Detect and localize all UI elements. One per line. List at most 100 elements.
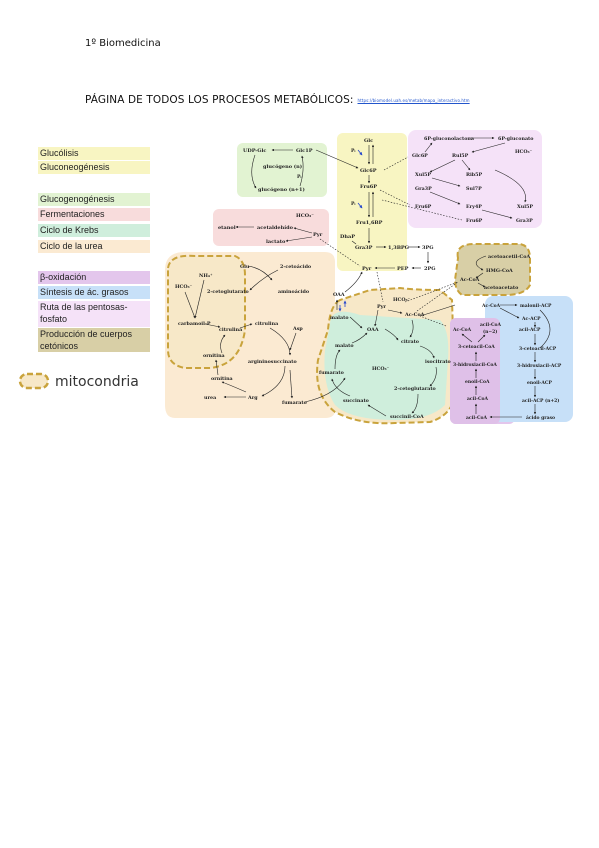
met-enoilacp: enoil-ACP <box>527 380 552 386</box>
fermentation-arrows <box>235 225 361 267</box>
met-pyr: Pyr <box>362 266 372 272</box>
urea-labels: Glu 2-cetoácido 2-cetoglutarato aminoáci… <box>175 263 311 406</box>
legend-glucolisis: Glucólisis <box>38 147 150 160</box>
krebs-blue-arrows <box>338 300 347 312</box>
met-hco3-m: HCO₃⁻ <box>393 297 411 303</box>
met-acilcoa-b: acil-CoA <box>467 396 489 402</box>
met-acacp: Ac-ACP <box>521 316 541 322</box>
met-arg: Arg <box>247 395 258 401</box>
met-acetoacetil: acetoacetil-CoA <box>488 254 530 260</box>
glycolysis-atp-arrows <box>357 149 363 209</box>
met-pyr-m: Pyr <box>377 304 386 310</box>
page-title: PÁGINA DE TODOS LOS PROCESOS METABÓLICOS… <box>85 94 470 106</box>
met-cetoacil: 3-cetoacil-CoA <box>458 344 495 350</box>
met-etanol: etanol <box>218 225 236 231</box>
met-hco3-ferm: HCO₃⁻ <box>296 213 314 219</box>
met-succinato: succinato <box>343 398 369 404</box>
met-hco3-k: HCO₃⁻ <box>372 366 390 372</box>
region-fermentaciones <box>213 209 329 246</box>
legend-ciclo-urea: Ciclo de la urea <box>38 240 150 253</box>
legend-cuerpos-cetonicos: Producción de cuerpos cetónicos <box>38 328 150 352</box>
met-hco3-u: HCO₃⁻ <box>175 284 193 290</box>
met-xul5p: Xul5P <box>415 172 431 178</box>
met-lactato: lactato <box>266 239 286 245</box>
legend-ruta-pentosas: Ruta de las pentosas-fosfato <box>38 301 150 327</box>
met-gra3p-pp2: Gra3P <box>516 218 533 224</box>
urea-arrows <box>184 265 346 403</box>
met-fru6p: Fru6P <box>360 184 377 190</box>
met-hidroxiacilacp: 3-hidroxiacil-ACP <box>517 363 562 369</box>
legend-beta-oxidacion: β-oxidación <box>38 271 150 284</box>
met-citrulina-2: citrulina <box>255 321 278 327</box>
met-acoa-b: Ac-CoA <box>452 327 472 333</box>
met-ery4p: Ery4P <box>466 204 482 210</box>
met-acilcoa-bottom: acil-CoA <box>466 415 488 421</box>
met-ornitina-1: ornitina <box>203 353 225 359</box>
met-dhap: DhaP <box>340 234 355 240</box>
fatty-acid-synthesis-labels: Ac-CoA malonil-ACP Ac-ACP acil-ACP 3-cet… <box>481 303 562 421</box>
glycogen-labels: UDP-Glc Glc1P glucógeno (n) Pᵢ glucógeno… <box>243 148 313 193</box>
region-sintesis-acidos-grasos <box>485 296 573 422</box>
met-glycogen-n1: glucógeno (n+1) <box>258 186 305 193</box>
met-acido-graso: ácido graso <box>526 414 555 421</box>
met-glycogen-n: glucógeno (n) <box>263 163 302 170</box>
legend-ciclo-krebs: Ciclo de Krebs <box>38 224 150 237</box>
met-malonil: malonil-ACP <box>520 303 552 309</box>
met-3pg: 3PG <box>422 245 434 251</box>
met-13bpg: 1,3BPG <box>388 245 409 251</box>
met-glu: Glu <box>240 264 250 270</box>
met-cetoacido: 2-cetoácido <box>280 263 311 270</box>
met-gluconolactona: 6P-gluconolactona <box>424 136 474 142</box>
region-glucogenogenesis <box>237 143 327 197</box>
met-fru6p-pp: Fru6P <box>415 204 432 210</box>
met-acetaldehido: acetaldehído <box>257 224 294 231</box>
met-hmgcoa: HMG-CoA <box>486 268 513 274</box>
met-fru6p-pp2: Fru6P <box>466 218 483 224</box>
met-udpglc: UDP-Glc <box>243 148 266 154</box>
met-hco3-pp: HCO₃⁻ <box>515 149 533 155</box>
ketone-arrows <box>404 255 487 303</box>
met-pyr-ferm: Pyr <box>313 232 323 238</box>
met-fumarato-k: fumarato <box>319 370 344 376</box>
met-oaa-m: OAA <box>367 327 379 333</box>
met-2pg: 2PG <box>424 266 436 272</box>
met-enoilcoa: enoil-CoA <box>465 379 490 385</box>
met-gluconato: 6P-gluconato <box>498 136 533 142</box>
glycolysis-labels: Glc Pᵢ Glc6P Pᵢ Fru6P Fru1,6BP DhaP Gra3… <box>340 138 436 272</box>
beta-oxidation-arrows <box>419 315 486 414</box>
met-cetoglutarato-u: 2-cetoglutarato <box>207 289 249 295</box>
met-malato-c: malato <box>330 315 349 321</box>
met-pi-2: Pᵢ <box>351 201 355 207</box>
glycolysis-arrows <box>351 144 430 270</box>
legend-fermentaciones: Fermentaciones <box>38 208 150 221</box>
met-acetoacetato: acetoacetato <box>484 285 518 291</box>
urea-mitochondria <box>167 254 246 369</box>
fatty-acid-synthesis-arrows <box>489 303 551 419</box>
mitochondria-legend-swatch <box>18 372 50 390</box>
met-succinilcoa: succinil-CoA <box>390 414 424 420</box>
pentose-labels: 6P-gluconolactona 6P-gluconato HCO₃⁻ Glc… <box>412 136 533 224</box>
legend-glucogenogenesis: Glucogenogénesis <box>38 193 150 206</box>
met-cetoacilacp: 3-cetoacil-ACP <box>519 346 557 352</box>
met-ornitina-2: ornitina <box>211 376 233 382</box>
met-acilacp: acil-ACP <box>519 327 541 333</box>
met-gra3p-pp: Gra3P <box>415 186 432 192</box>
met-acilcoa-n2: acil-CoA <box>480 322 502 328</box>
met-asp: Asp <box>292 326 303 332</box>
met-sul7p: Sul7P <box>466 186 482 192</box>
region-krebs <box>324 311 449 420</box>
met-isocitrato: isocitrato <box>425 359 451 365</box>
glycogen-arrows <box>251 148 359 189</box>
legend-gluconeogenesis: Gluconeogénesis <box>38 161 150 174</box>
met-glc6p: Glc6P <box>360 168 377 174</box>
met-hidroxiacil: 3-hidroxiacil-CoA <box>453 362 497 368</box>
met-acoa-k: Ac-CoA <box>404 312 425 318</box>
met-glc: Glc <box>364 138 373 144</box>
source-link[interactable]: https://biomodel.uah.es/metab/mapa_inter… <box>357 97 470 103</box>
met-acilacp-n2: acil-ACP (n+2) <box>522 397 559 404</box>
met-gra3p: Gra3P <box>355 245 373 251</box>
met-malato-m: malato <box>335 343 354 349</box>
met-rib5p: Rib5P <box>466 172 483 178</box>
met-aminoacido: aminoácido <box>278 288 309 295</box>
